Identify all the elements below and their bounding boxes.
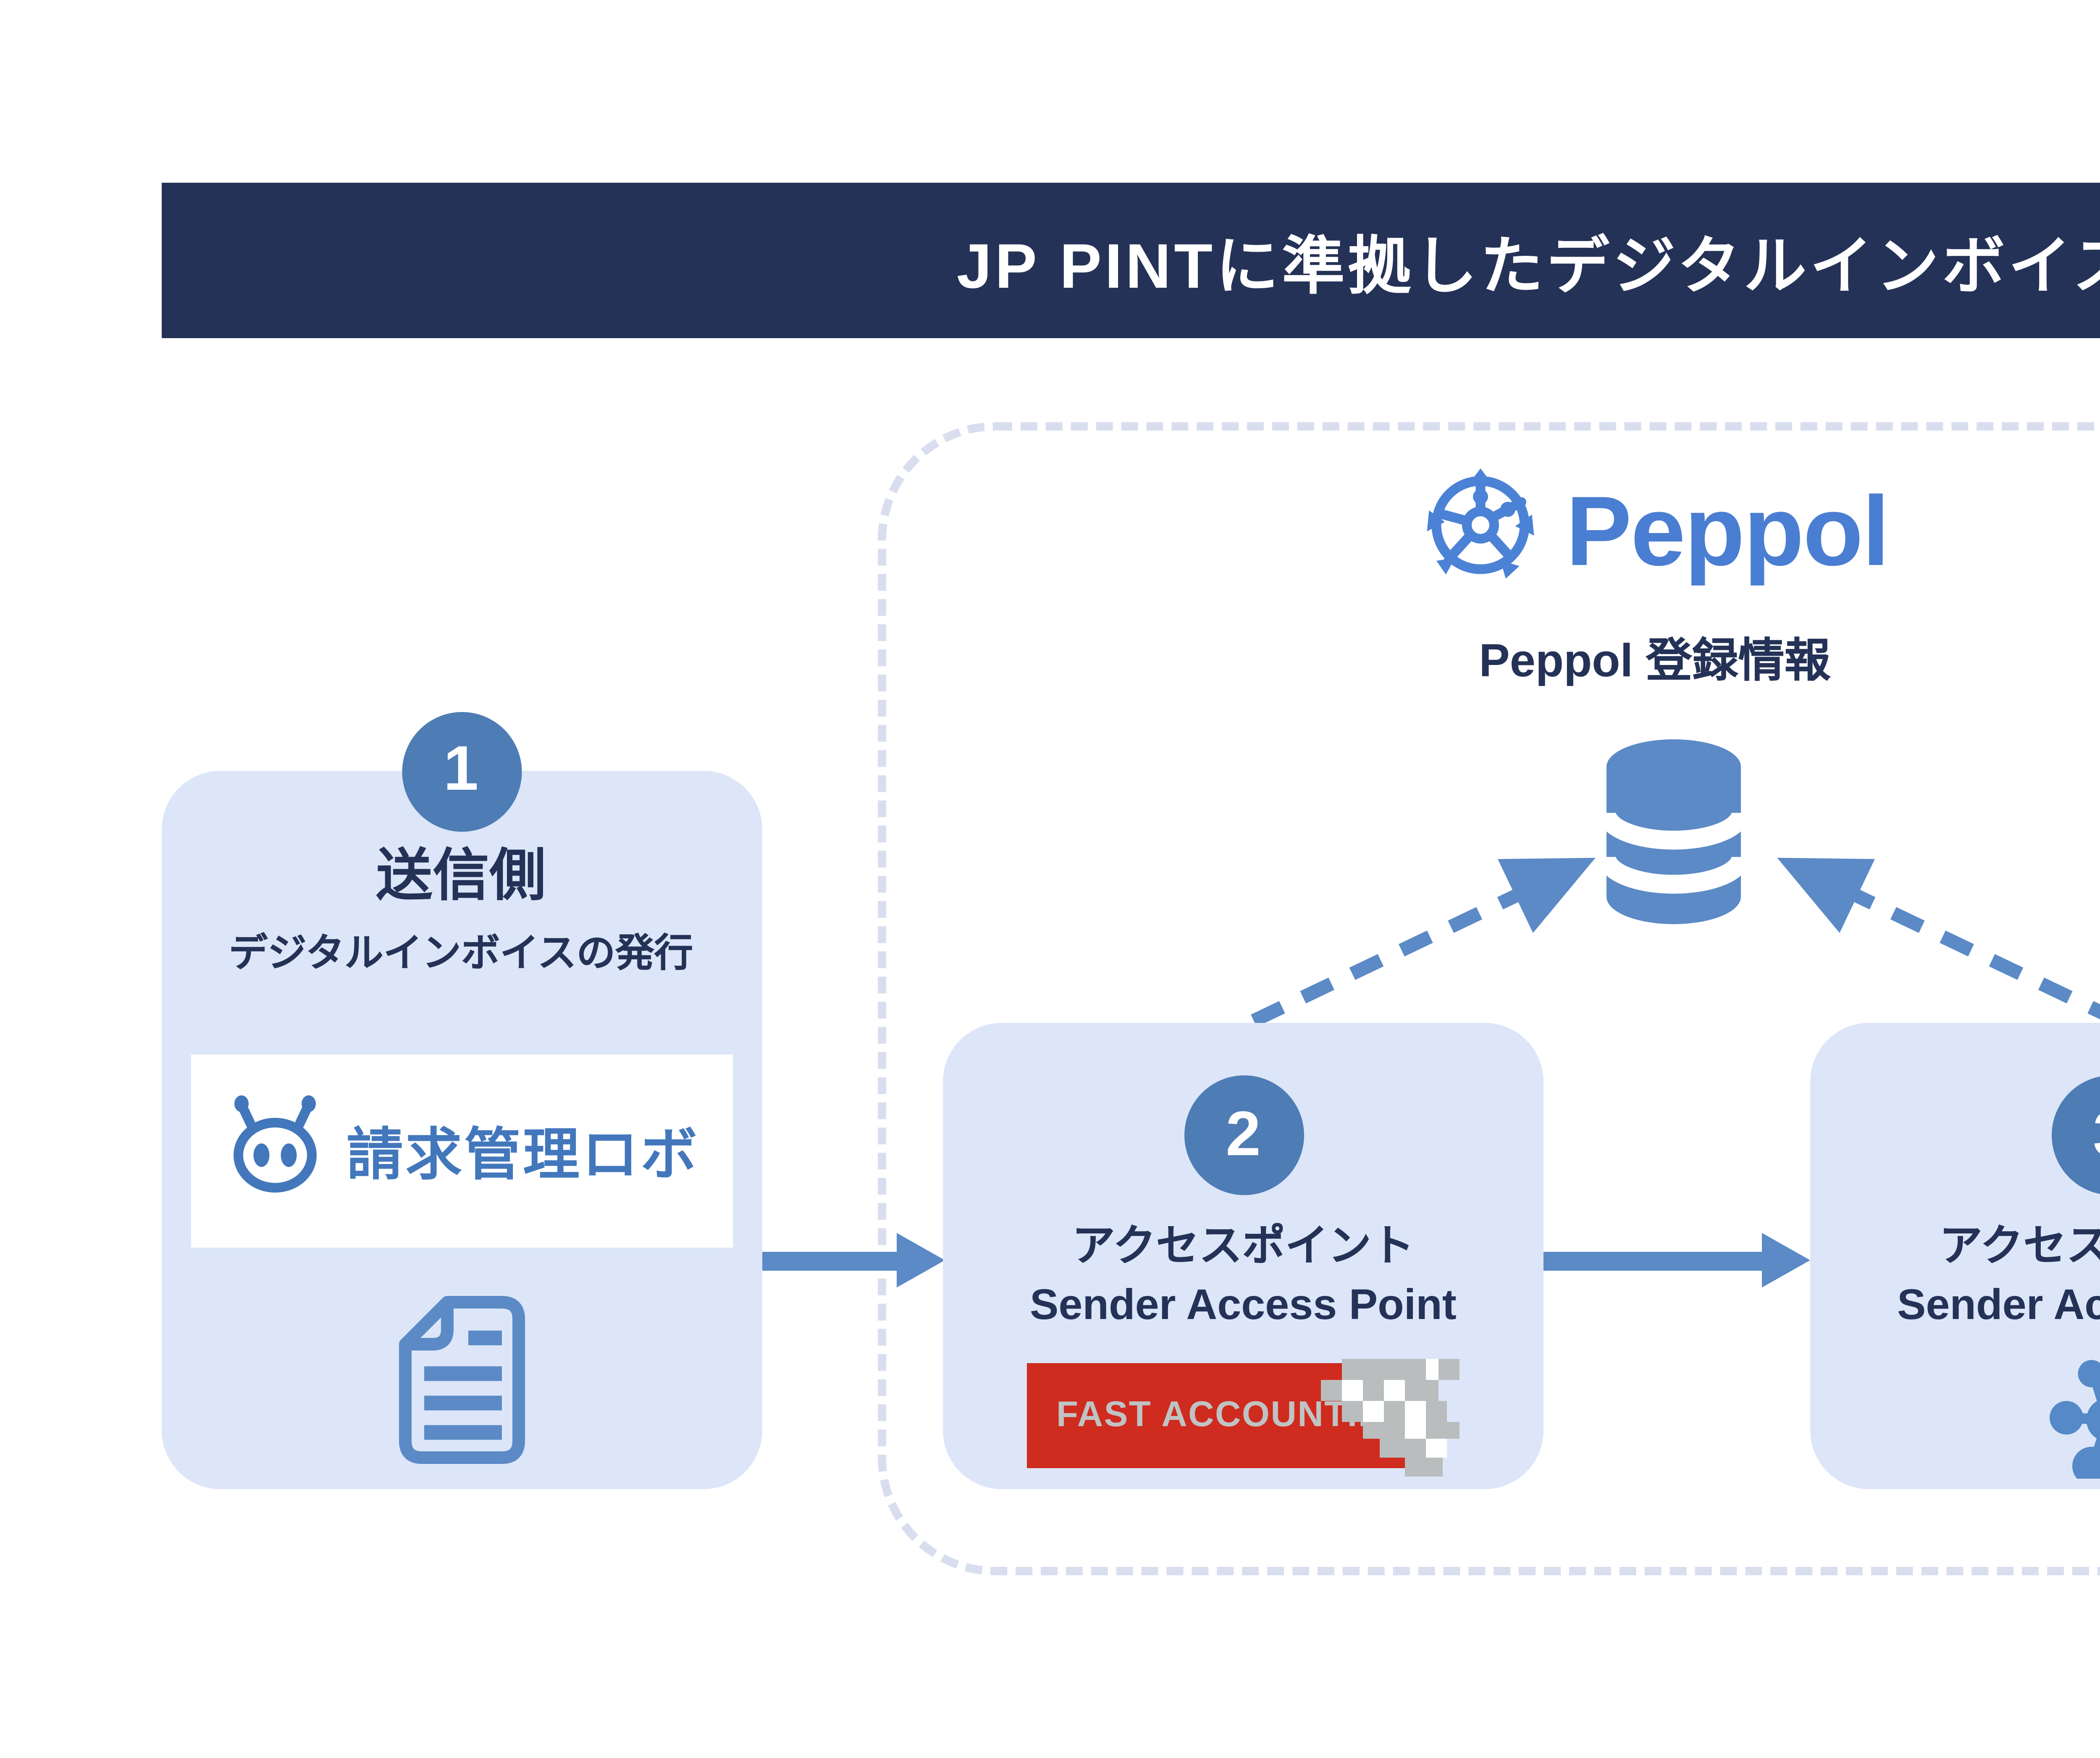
- title-bar: JP PINTに準拠したデジタルインボイスの送受信: [161, 183, 2100, 338]
- fast-accounting-logo: FAST ACCOUNTING: [1027, 1362, 1460, 1467]
- database-icon: [1602, 735, 1745, 928]
- flow-arrow-sender-to-ap: [762, 1233, 945, 1290]
- step-number-badge: 3: [2051, 1075, 2100, 1195]
- node-sender-access-point: 2 アクセスポイント Sender Access Point FAST ACCO…: [943, 1023, 1544, 1489]
- node-sender: 1 送信側 デジタルインボイスの発行: [161, 771, 761, 1489]
- page-title: JP PINTに準拠したデジタルインボイスの送受信: [957, 214, 2100, 307]
- sender-title: 送信側: [376, 846, 546, 909]
- receiver-ap-subtitle: Sender Access Point: [1897, 1280, 2100, 1331]
- flow-arrow-ap-to-ap: [1544, 1233, 1810, 1290]
- node-receiver-access-point: 3 アクセスポイント Sender Access Point: [1810, 1023, 2100, 1489]
- sender-subtitle: デジタルインボイスの発行: [229, 923, 693, 978]
- step-number-badge: 1: [401, 711, 521, 831]
- arrow-head-icon: [1762, 1233, 1810, 1288]
- robot-icon: [223, 1095, 328, 1206]
- step-number-badge: 2: [1184, 1075, 1303, 1195]
- peppol-logo: Peppol: [878, 466, 2100, 592]
- sender-ap-subtitle: Sender Access Point: [1030, 1280, 1457, 1331]
- arrow-shaft: [762, 1252, 901, 1271]
- sender-product-logo: 請求管理ロボ: [346, 1109, 699, 1191]
- sender-product-panel: 請求管理ロボ: [190, 1054, 732, 1247]
- arrow-shaft: [1544, 1252, 1766, 1271]
- invoice-document-icon: [396, 1293, 526, 1476]
- peppol-registry-label: Peppol 登録情報: [878, 624, 2100, 691]
- peppol-brand-wordmark: Peppol: [1566, 472, 1888, 587]
- sender-ap-title: アクセスポイント: [1072, 1222, 1415, 1274]
- network-node-icon: [2050, 1356, 2100, 1488]
- peppol-globe-icon: [1421, 465, 1538, 594]
- arrow-head-icon: [897, 1233, 945, 1288]
- receiver-ap-title: アクセスポイント: [1940, 1222, 2100, 1274]
- pixel-pattern-icon: [1321, 1358, 1460, 1486]
